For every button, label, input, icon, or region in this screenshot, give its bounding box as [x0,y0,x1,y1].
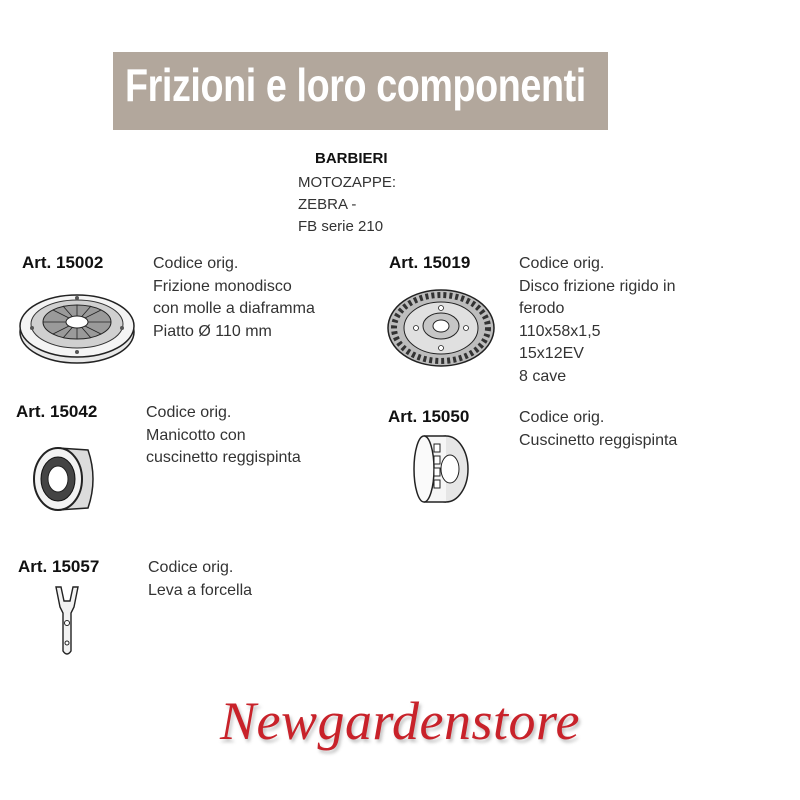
description-line: cuscinetto reggispinta [146,449,301,466]
article-number: Art. 15057 [18,557,100,576]
product-description: Codice orig. Disco frizione rigido in fe… [519,253,676,388]
description-line: Codice orig. [146,404,232,421]
store-watermark: Newgardenstore [220,691,580,751]
product-description: Codice orig. Leva a forcella [148,557,252,602]
description-line: Cuscinetto reggispinta [519,431,678,449]
description-line: Codice orig. [153,255,239,272]
description-line: Disco frizione rigido in [519,277,676,295]
description-line: Leva a forcella [148,581,253,599]
article-number: Art. 15042 [16,402,98,421]
product-description: Codice orig. Cuscinetto reggispinta [519,407,677,452]
clutch-plate-icon [19,294,135,364]
description-line: ferodo [519,300,565,317]
article-number: Art. 15002 [22,253,104,272]
description-line: Frizione monodisco [153,277,292,295]
description-line: Manicotto con [146,426,246,444]
product-description: Codice orig. Frizione monodisco con moll… [153,253,315,343]
description-line: 110x58x1,5 [519,322,601,340]
article-number: Art. 15019 [389,253,471,272]
page-title: Frizioni e loro componenti [125,59,586,111]
description-line: Codice orig. [148,559,234,576]
bearing-sleeve-icon [33,447,94,511]
title-banner: Frizioni e loro componenti [113,52,608,130]
subtitle-line: FB serie 210 [298,218,384,235]
product-description: Codice orig. Manicotto con cuscinetto re… [146,402,301,470]
clutch-disc-icon [387,289,495,367]
subtitle-line: ZEBRA - [298,196,357,213]
article-number: Art. 15050 [388,407,470,426]
thrust-bearing-icon [413,435,469,503]
description-line: Codice orig. [519,409,605,426]
brand-name: BARBIERI [315,150,388,167]
description-line: Codice orig. [519,255,605,272]
description-line: Piatto Ø 110 mm [153,322,272,340]
description-line: 15x12EV [519,345,584,362]
subtitle-line: MOTOZAPPE: [298,174,397,191]
description-line: 8 cave [519,367,567,385]
description-line: con molle a diaframma [153,300,315,317]
fork-lever-icon [55,586,79,655]
